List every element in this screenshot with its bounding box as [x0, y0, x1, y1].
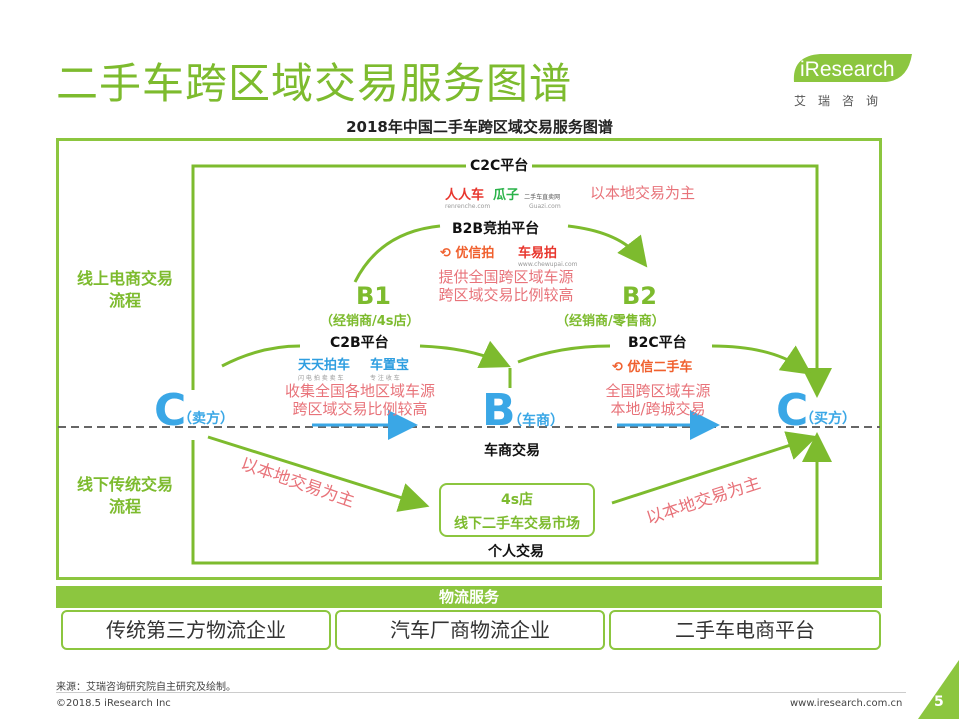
- b2-node: B2: [622, 282, 657, 310]
- c2b-platform-label: C2B平台: [330, 335, 389, 351]
- chewupai-url: www.chewupai.com: [518, 261, 578, 268]
- source-note: 来源：艾瑞咨询研究院自主研究及绘制。: [56, 682, 236, 693]
- guazi-logo: 瓜子 二手车直卖网 Guazi.com: [493, 184, 561, 210]
- chezhibao-logo: 车置宝 专 注 收 车: [370, 354, 409, 382]
- market-to-buyer-arrow: [611, 431, 818, 505]
- guazi-sub: 二手车直卖网: [524, 194, 561, 201]
- tiantian-logo: 天天拍车 闪 电 拍 卖 卖 车: [298, 354, 350, 382]
- youxin-used-name: 优信二手车: [627, 360, 693, 375]
- seller-to-market-arrow: [207, 435, 430, 512]
- b2c-platform-label: B2C平台: [628, 335, 687, 351]
- page-corner-badge: [918, 660, 959, 719]
- online-flow-text: 线上电商交易 流程: [76, 269, 173, 310]
- logistics-item-oem: 汽车厂商物流企业: [335, 610, 605, 650]
- iresearch-logo: iResearch: [793, 54, 912, 82]
- logistics-header: 物流服务: [56, 586, 882, 608]
- b2c-note: 全国跨区域车源 本地/跨城交易: [605, 382, 711, 418]
- offline-market-box: 4s店 线下二手车交易市场: [439, 483, 595, 537]
- copyright: ©2018.5 iResearch Inc: [56, 698, 171, 709]
- b2b-arc-right: [567, 224, 648, 268]
- footer-url: www.iresearch.com.cn: [790, 698, 903, 709]
- market-line-1: 4s店: [500, 492, 534, 508]
- seller-node: C: [154, 385, 187, 436]
- renrenche-logo: 人人车 renrenche.com: [445, 184, 490, 210]
- chewupai-logo: 车易拍 www.chewupai.com: [518, 242, 577, 268]
- guazi-url: Guazi.com: [529, 203, 561, 210]
- seller-label: （卖方）: [178, 411, 234, 427]
- page-title: 二手车跨区域交易服务图谱: [56, 59, 573, 108]
- chewupai-name: 车易拍: [518, 246, 558, 261]
- logo-subtitle: 艾瑞咨询: [794, 94, 891, 108]
- guazi-name: 瓜子: [493, 188, 520, 203]
- dealer-label: （车商）: [508, 413, 564, 429]
- logistics-item-ecommerce: 二手车电商平台: [609, 610, 881, 650]
- personal-trade-label: 个人交易: [484, 541, 548, 561]
- b2-subtitle: （经销商/零售商）: [556, 314, 665, 329]
- renrenche-url: renrenche.com: [445, 203, 491, 210]
- dealer-trade-label: 车商交易: [484, 443, 540, 459]
- youxinpai-name: 优信拍: [455, 246, 495, 261]
- buyer-node: C: [776, 385, 809, 436]
- c2b-note: 收集全国各地区域车源 跨区域交易比例较高: [284, 382, 435, 418]
- chezhibao-name: 车置宝: [370, 358, 410, 373]
- logo-text: iResearch: [800, 58, 895, 81]
- dealer-node: B: [482, 385, 516, 436]
- offline-flow-text: 线下传统交易 流程: [76, 475, 173, 516]
- market-line-2: 线下二手车交易市场: [454, 516, 580, 532]
- b2b-platform-label: B2B竞拍平台: [452, 221, 540, 237]
- diagram-subtitle: 2018年中国二手车跨区域交易服务图谱: [346, 118, 613, 136]
- b2b-note: 提供全国跨区域车源 跨区域交易比例较高: [438, 268, 574, 304]
- chezhibao-sub: 专 注 收 车: [370, 375, 400, 382]
- c2c-note: 以本地交易为主: [590, 184, 696, 202]
- buyer-label: （买方）: [800, 411, 856, 427]
- b1-node: B1: [356, 282, 391, 310]
- c2c-platform-label: C2C平台: [466, 155, 533, 175]
- b2b-arc-left: [353, 224, 441, 283]
- logistics-item-third-party: 传统第三方物流企业: [61, 610, 331, 650]
- personal-trade-route: [191, 432, 832, 565]
- tiantian-sub: 闪 电 拍 卖 卖 车: [298, 375, 344, 382]
- b2c-arc: [517, 344, 802, 368]
- c2b-arc: [221, 346, 500, 366]
- tiantian-name: 天天拍车: [298, 358, 351, 373]
- youxinpai-logo: ⟲ 优信拍: [440, 246, 495, 261]
- diagram-frame: [56, 138, 882, 580]
- youxin-used-logo: ⟲ 优信二手车: [612, 360, 693, 375]
- footer-divider: [56, 692, 906, 693]
- renrenche-name: 人人车: [445, 188, 485, 203]
- b1-subtitle: （经销商/4s店）: [320, 314, 420, 329]
- offline-flow-label: 线下传统交易 流程: [60, 474, 190, 518]
- online-flow-label: 线上电商交易 流程: [60, 268, 190, 312]
- page-number: 5: [934, 694, 944, 710]
